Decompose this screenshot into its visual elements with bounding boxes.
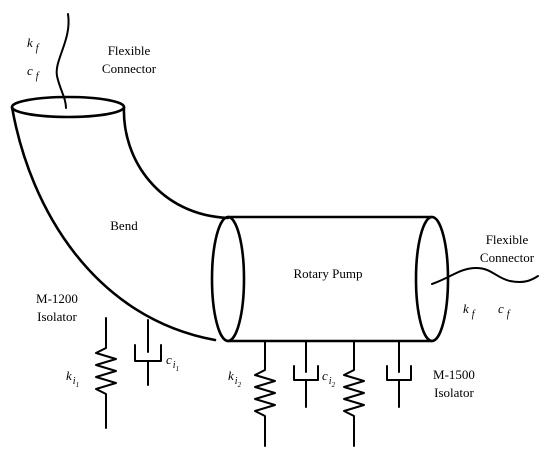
flexible-connector-top-line [55,13,70,109]
flexible-connector-top-label-1: Flexible [108,43,151,58]
symbol-k-i2: ki2 [228,368,242,389]
isolator-m1500-label-1: M-1500 [433,367,475,382]
damper-c-i1 [134,319,162,386]
spring-k-i2 [254,341,276,447]
symbol-k-i1: ki1 [66,368,79,389]
spring-k-i3 [343,341,365,447]
bend-inner-wall [122,105,230,220]
isolator-m1200-label-1: M-1200 [36,291,78,306]
bend-outer-wall [10,105,217,342]
flexible-connector-right-line [431,267,539,285]
spring-k-i1 [95,317,117,429]
damper-c-i3 [386,341,412,408]
bend-top-opening [10,95,126,119]
flexible-connector-top-label-2: Connector [102,61,157,76]
symbol-c-i2: ci2 [322,368,336,389]
symbol-c-i1: ci1 [166,352,179,373]
pump-right-end [414,215,450,343]
damper-c-i2 [293,341,319,408]
flexible-connector-right-label-2: Connector [480,250,535,265]
rotary-pump-cylinder [210,215,450,343]
bend-pipe [10,95,230,342]
pump-left-end [210,215,246,343]
flexible-connector-right-label-1: Flexible [486,232,529,247]
rotary-pump-label: Rotary Pump [294,266,363,281]
bend-label: Bend [110,218,138,233]
isolator-m1200-label-2: Isolator [37,309,77,324]
isolator-m1500-label-2: Isolator [434,385,474,400]
